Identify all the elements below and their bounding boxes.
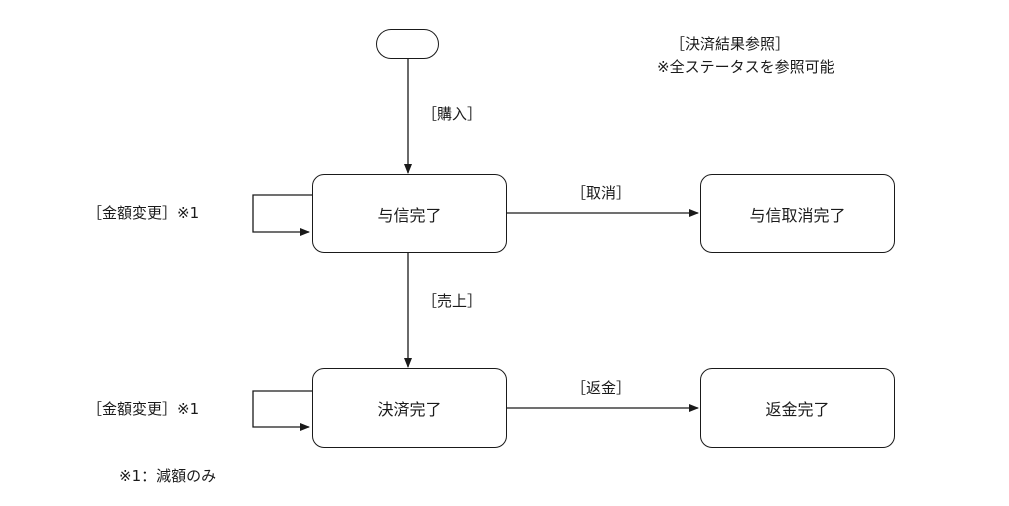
state-authorized: 与信完了: [312, 174, 507, 253]
label-cancel: ［取消］: [571, 184, 632, 202]
self-loop-amount-change-settled: [252, 390, 312, 431]
state-refunded: 返金完了: [700, 368, 895, 448]
label-amount-change-auth: ［金額変更］※1: [87, 204, 200, 222]
label-refund: ［返金］: [571, 379, 632, 397]
label-purchase: ［購入］: [422, 105, 483, 123]
footnote: ※1：減額のみ: [119, 467, 217, 485]
note-settlement-result-title: ［決済結果参照］: [670, 35, 791, 53]
label-capture: ［売上］: [422, 292, 483, 310]
state-settled: 決済完了: [312, 368, 507, 448]
state-auth-cancelled: 与信取消完了: [700, 174, 895, 253]
note-settlement-result-body: ※全ステータスを参照可能: [657, 58, 835, 76]
start-node: [376, 29, 439, 59]
self-loop-amount-change-auth: [252, 194, 312, 236]
label-amount-change-settled: ［金額変更］※1: [87, 400, 200, 418]
